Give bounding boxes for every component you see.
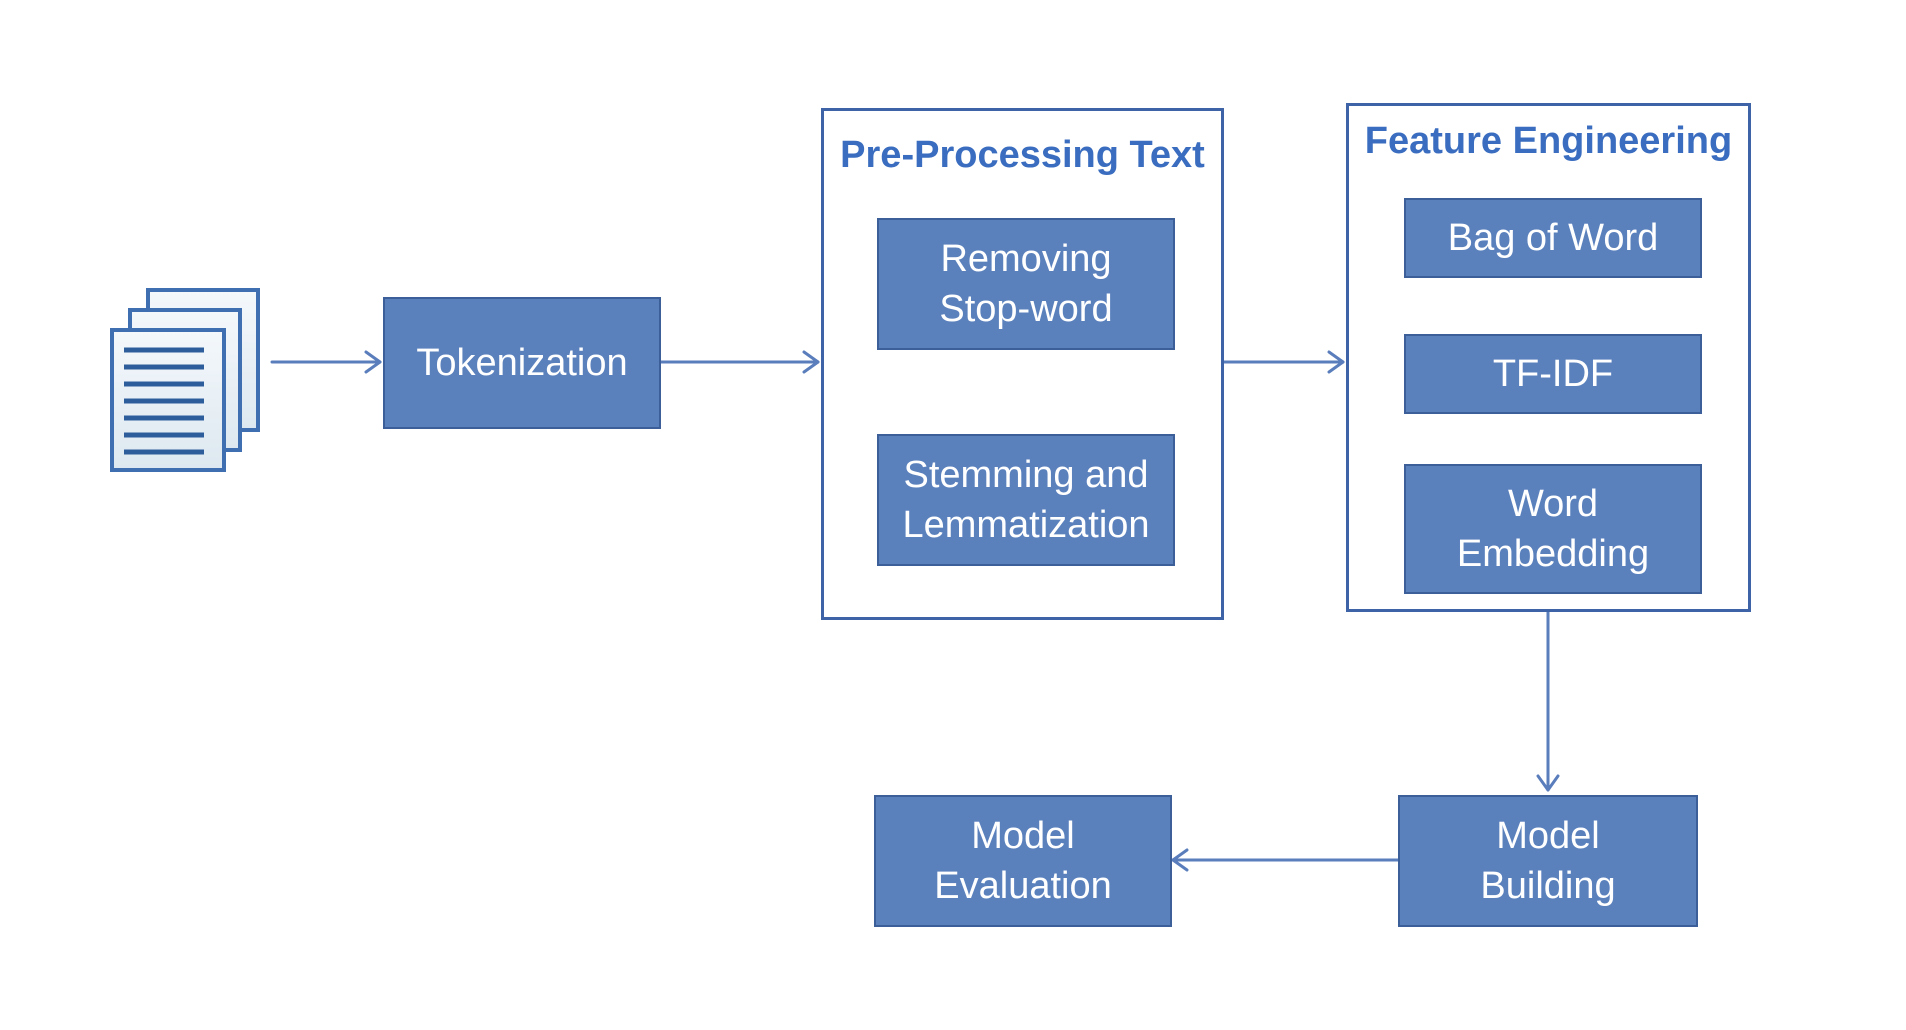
stemming-lemmatization-box: Stemming and Lemmatization bbox=[877, 434, 1175, 566]
word-embedding-label: Word Embedding bbox=[1456, 482, 1650, 575]
model-building-box: Model Building bbox=[1398, 795, 1698, 927]
tf-idf-label: TF-IDF bbox=[1492, 352, 1614, 395]
preprocessing-title: Pre-Processing Text bbox=[840, 134, 1205, 176]
word-embedding-box: Word Embedding bbox=[1404, 464, 1702, 594]
tokenization-label: Tokenization bbox=[416, 341, 628, 384]
tf-idf-box: TF-IDF bbox=[1404, 334, 1702, 414]
model-evaluation-label: Model Evaluation bbox=[934, 814, 1112, 907]
feature-engineering-title: Feature Engineering bbox=[1364, 120, 1733, 162]
model-evaluation-box: Model Evaluation bbox=[874, 795, 1172, 927]
tokenization-box: Tokenization bbox=[383, 297, 661, 429]
bag-of-word-label: Bag of Word bbox=[1447, 216, 1659, 259]
model-building-label: Model Building bbox=[1480, 814, 1616, 907]
removing-stopword-box: Removing Stop-word bbox=[877, 218, 1175, 350]
bag-of-word-box: Bag of Word bbox=[1404, 198, 1702, 278]
stemming-lemmatization-label: Stemming and Lemmatization bbox=[902, 453, 1150, 546]
removing-stopword-label: Removing Stop-word bbox=[939, 237, 1113, 330]
